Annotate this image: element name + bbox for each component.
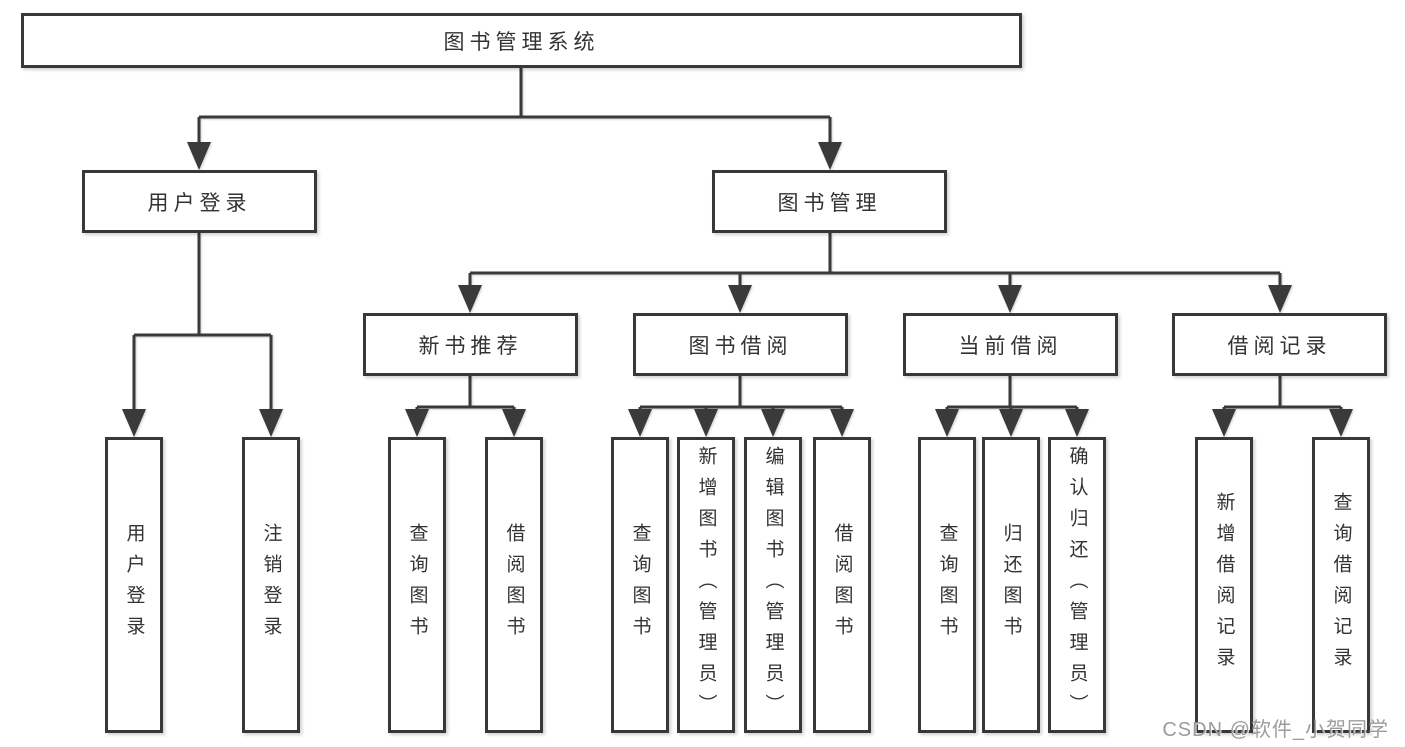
node-book-management: 图书管理 <box>712 170 947 233</box>
node-borrow-records: 借阅记录 <box>1172 313 1387 376</box>
leaf-nbr-query-books: 查询图书 <box>388 437 446 733</box>
node-new-book-recommend: 新书推荐 <box>363 313 578 376</box>
leaf-bb-add-books-admin: 新增图书（管理员） <box>677 437 735 733</box>
leaf-bb-edit-books-admin: 编辑图书（管理员） <box>744 437 802 733</box>
leaf-bb-borrow-books: 借阅图书 <box>813 437 871 733</box>
connector-path <box>132 68 1343 410</box>
leaf-nbr-borrow-books: 借阅图书 <box>485 437 543 733</box>
leaf-bb-query-books: 查询图书 <box>611 437 669 733</box>
node-book-borrow: 图书借阅 <box>633 313 848 376</box>
leaf-br-query-record: 查询借阅记录 <box>1312 437 1370 733</box>
leaf-cb-query-books: 查询图书 <box>918 437 976 733</box>
leaf-br-add-record: 新增借阅记录 <box>1195 437 1253 733</box>
watermark: CSDN @软件_小贺同学 <box>1162 719 1389 741</box>
arrowheads <box>122 142 1353 437</box>
leaf-logout: 注销登录 <box>242 437 300 733</box>
node-root: 图书管理系统 <box>21 13 1022 68</box>
node-current-borrow: 当前借阅 <box>903 313 1118 376</box>
leaf-user-login: 用户登录 <box>105 437 163 733</box>
leaf-cb-confirm-return-admin: 确认归还（管理员） <box>1048 437 1106 733</box>
node-user-login: 用户登录 <box>82 170 317 233</box>
leaf-cb-return-books: 归还图书 <box>982 437 1040 733</box>
